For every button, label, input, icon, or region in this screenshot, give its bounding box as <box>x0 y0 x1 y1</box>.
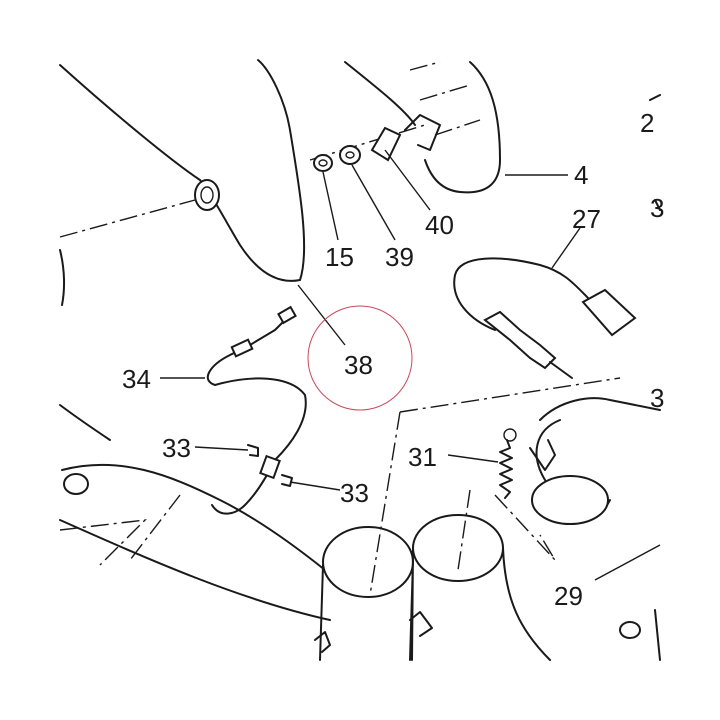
wire-clip-right <box>409 611 433 637</box>
callout-3-cut-upper: 3 <box>650 193 665 223</box>
callout-4: 4 <box>574 160 589 190</box>
bolt-right <box>654 609 661 661</box>
highlight-circle <box>307 305 413 411</box>
callout-33-lower: 33 <box>340 478 369 508</box>
pipe-end-cap <box>63 473 89 495</box>
callout-39: 39 <box>385 242 414 272</box>
callout-2-cut: 2 <box>640 108 655 138</box>
sensor-34-plug <box>277 305 297 325</box>
callout-34: 34 <box>122 364 151 394</box>
clip-40-bracket <box>404 114 441 151</box>
leader-33b <box>289 481 341 491</box>
sensor-tip <box>549 361 573 379</box>
clip-33-a <box>247 444 259 457</box>
leader-27 <box>551 227 581 269</box>
callout-38: 38 <box>344 350 373 380</box>
leader-38 <box>297 284 346 346</box>
lower-pipe <box>59 404 331 621</box>
leader-40 <box>384 149 431 211</box>
pipe-axis-dash <box>369 377 621 596</box>
leader-15 <box>322 171 339 241</box>
pipe-outlet-right <box>412 514 504 582</box>
sensor-connector <box>581 288 637 337</box>
washer-39-hole <box>345 151 355 159</box>
leader-29 <box>594 544 661 581</box>
clip-33-b <box>281 474 293 487</box>
shell-piece-4 <box>344 61 501 194</box>
callout-31: 31 <box>408 442 437 472</box>
callout-33-upper: 33 <box>162 433 191 463</box>
callout-29: 29 <box>554 581 583 611</box>
pipe-bodies <box>319 547 551 661</box>
edge-detail-right <box>649 94 661 211</box>
fastener-axis-2 <box>309 124 426 161</box>
washer-15-hole <box>318 159 328 167</box>
leader-31 <box>447 454 499 463</box>
bolt-head <box>619 621 641 639</box>
callout-3-cut-lower: 3 <box>650 383 665 413</box>
leader-lines <box>160 149 661 581</box>
pipe-outlet-left <box>322 526 414 598</box>
wire-clip-left <box>314 631 331 653</box>
muffler-boss <box>194 179 220 211</box>
pipe-dash <box>59 494 181 566</box>
sensor-34-connector <box>230 338 254 358</box>
muffler-shield <box>59 59 306 282</box>
sensor-cable-27 <box>453 257 591 331</box>
bend-pipe-mouth <box>531 475 609 525</box>
leader-33a <box>194 446 249 451</box>
spring-hook-top <box>503 428 517 442</box>
sensor-34-grommet <box>259 454 281 480</box>
bend-clip <box>529 439 556 471</box>
callout-15: 15 <box>325 242 354 272</box>
clip-40 <box>370 126 402 162</box>
fastener-axis <box>59 199 196 238</box>
callout-27: 27 <box>572 204 601 234</box>
washer-15 <box>313 154 333 172</box>
sensor-probe <box>483 310 557 370</box>
washer-39 <box>339 145 361 165</box>
leader-39 <box>351 164 396 241</box>
sensor-cable-34 <box>206 314 307 515</box>
muffler-boss-hole <box>200 186 214 204</box>
edge-detail-left <box>59 249 66 306</box>
callout-40: 40 <box>425 210 454 240</box>
shell-inner-dash <box>409 61 481 136</box>
spring-31 <box>499 439 513 499</box>
